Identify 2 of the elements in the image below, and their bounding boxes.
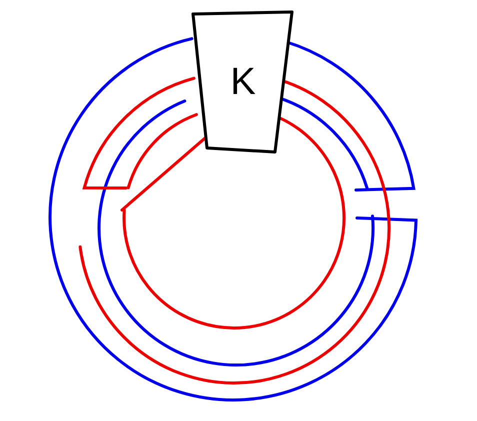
label-box	[191, 10, 295, 155]
box-label: K	[230, 61, 256, 104]
